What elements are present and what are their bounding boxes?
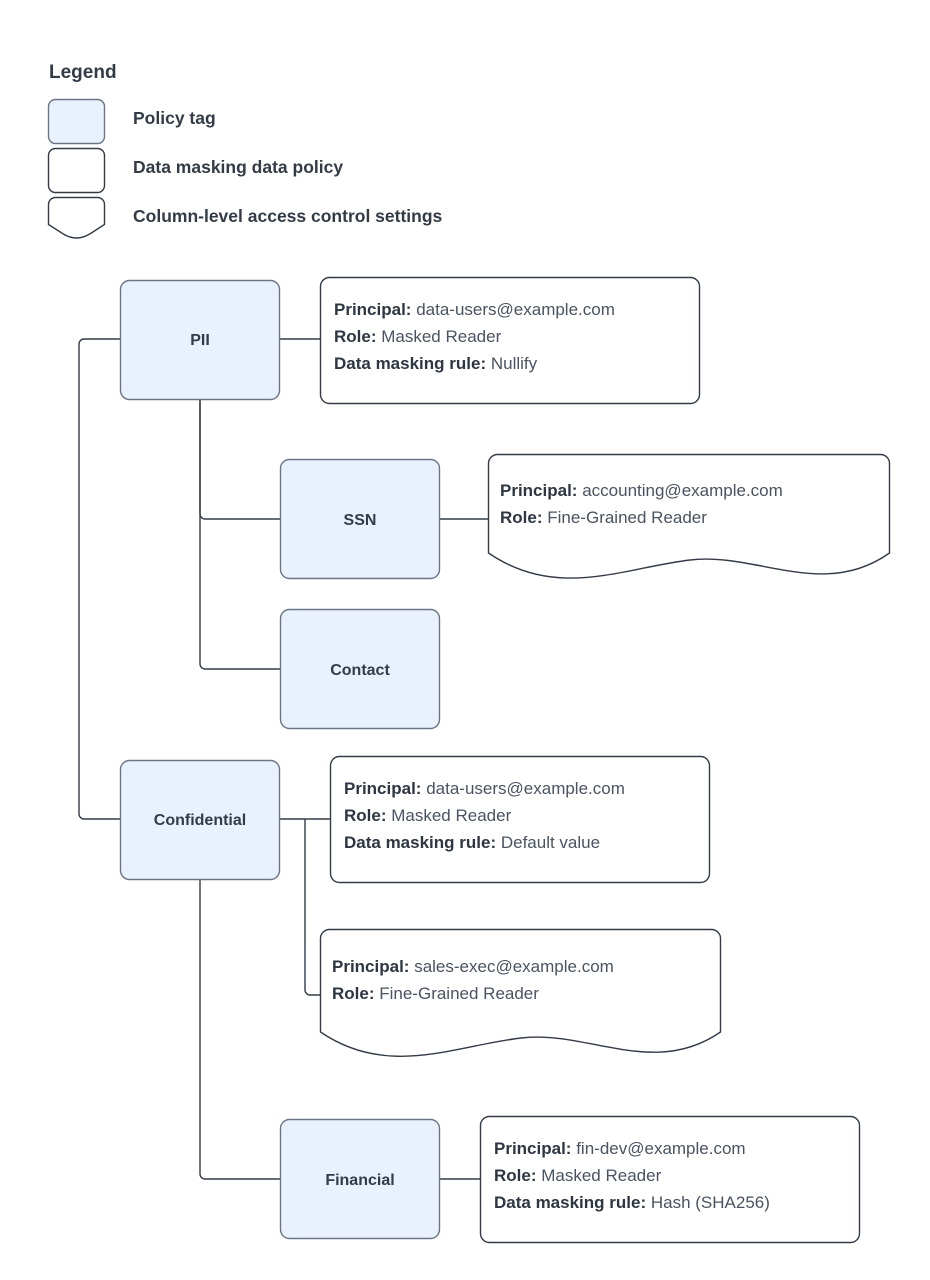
principal-key: Principal:: [334, 300, 411, 319]
legend-item-column-level-access-control: Column-level access control settings: [47, 196, 443, 239]
masking-rule-key: Data masking rule:: [334, 354, 486, 373]
policy-masking-rule-line: Data masking rule: Default value: [344, 833, 600, 852]
legend-item-label: Data masking data policy: [133, 157, 343, 177]
data-masking-policy-swatch: [47, 147, 106, 194]
role-key: Role:: [500, 508, 543, 527]
policy-masking-rule-line: Data masking rule: Hash (SHA256): [494, 1193, 770, 1212]
masking-rule-key: Data masking rule:: [344, 833, 496, 852]
legend-item-data-masking-data-policy: Data masking data policy: [47, 147, 343, 194]
principal-value: sales-exec@example.com: [414, 957, 614, 976]
principal-value: fin-dev@example.com: [576, 1139, 745, 1158]
access-control-settings-card[interactable]: [487, 453, 891, 579]
principal-key: Principal:: [500, 481, 577, 500]
role-key: Role:: [332, 984, 375, 1003]
principal-key: Principal:: [494, 1139, 571, 1158]
policy-card-confidential-access[interactable]: Principal: sales-exec@example.com Role: …: [319, 928, 722, 1057]
policy-tag-swatch: [47, 98, 106, 145]
masking-rule-value: Nullify: [491, 354, 538, 373]
policy-role-line: Role: Masked Reader: [344, 806, 512, 825]
policy-tag-box[interactable]: [279, 1118, 441, 1240]
policy-card-financial[interactable]: Principal: fin-dev@example.com Role: Mas…: [479, 1115, 861, 1244]
node-contact[interactable]: Contact: [279, 608, 441, 730]
role-key: Role:: [344, 806, 387, 825]
policy-tag-label: Contact: [330, 662, 390, 679]
policy-tag-box[interactable]: [119, 279, 281, 401]
data-masking-policy-card[interactable]: [319, 276, 701, 405]
legend: Legend Policy tag Data masking data poli…: [47, 62, 443, 239]
node-ssn[interactable]: SSN: [279, 458, 441, 580]
role-value: Masked Reader: [381, 327, 501, 346]
policy-tag-box[interactable]: [279, 458, 441, 580]
policy-tag-box[interactable]: [119, 759, 281, 881]
policy-masking-rule-line: Data masking rule: Nullify: [334, 354, 538, 373]
principal-key: Principal:: [344, 779, 421, 798]
principal-value: accounting@example.com: [582, 481, 783, 500]
policy-principal-line: Principal: data-users@example.com: [334, 300, 615, 319]
principal-value: data-users@example.com: [416, 300, 615, 319]
masking-rule-value: Hash (SHA256): [651, 1193, 770, 1212]
role-value: Fine-Grained Reader: [547, 508, 707, 527]
data-masking-policy-card[interactable]: [479, 1115, 861, 1244]
node-financial[interactable]: Financial: [279, 1118, 441, 1240]
principal-key: Principal:: [332, 957, 409, 976]
masking-rule-value: Default value: [501, 833, 600, 852]
policy-principal-line: Principal: sales-exec@example.com: [332, 957, 614, 976]
access-control-swatch: [47, 196, 106, 239]
policy-tag-box[interactable]: [279, 608, 441, 730]
policy-tag-label: PII: [190, 332, 210, 349]
node-pii[interactable]: PII: [119, 279, 281, 401]
policy-principal-line: Principal: accounting@example.com: [500, 481, 783, 500]
access-control-settings-card[interactable]: [319, 928, 722, 1057]
connector-pii-to-contact: [199, 400, 280, 670]
policy-tag-label: Financial: [325, 1172, 394, 1189]
policy-principal-line: Principal: fin-dev@example.com: [494, 1139, 746, 1158]
policy-principal-line: Principal: data-users@example.com: [344, 779, 625, 798]
node-confidential[interactable]: Confidential: [119, 759, 281, 881]
connector-pii-to-ssn: [199, 400, 280, 520]
legend-item-policy-tag: Policy tag: [47, 98, 216, 145]
role-value: Masked Reader: [391, 806, 511, 825]
policy-role-line: Role: Fine-Grained Reader: [500, 508, 707, 527]
policy-role-line: Role: Masked Reader: [494, 1166, 662, 1185]
policy-card-ssn[interactable]: Principal: accounting@example.com Role: …: [487, 453, 891, 579]
policy-role-line: Role: Masked Reader: [334, 327, 502, 346]
connectors: [78, 338, 488, 1180]
role-value: Fine-Grained Reader: [379, 984, 539, 1003]
legend-item-label: Column-level access control settings: [133, 206, 443, 226]
role-value: Masked Reader: [541, 1166, 661, 1185]
data-masking-policy-card[interactable]: [329, 755, 711, 884]
role-key: Role:: [494, 1166, 537, 1185]
policy-card-pii[interactable]: Principal: data-users@example.com Role: …: [319, 276, 701, 405]
connector-confidential-to-financial: [199, 880, 280, 1180]
policy-tag-label: SSN: [344, 512, 377, 529]
policy-card-confidential-masking[interactable]: Principal: data-users@example.com Role: …: [329, 755, 711, 884]
legend-item-label: Policy tag: [133, 108, 216, 128]
connector-confidential-to-access-control: [304, 819, 320, 996]
role-key: Role:: [334, 327, 377, 346]
policy-tag-label: Confidential: [154, 812, 246, 829]
principal-value: data-users@example.com: [426, 779, 625, 798]
connector-spine-pii-confidential: [78, 338, 120, 820]
legend-title: Legend: [49, 62, 117, 83]
policy-role-line: Role: Fine-Grained Reader: [332, 984, 539, 1003]
masking-rule-key: Data masking rule:: [494, 1193, 646, 1212]
